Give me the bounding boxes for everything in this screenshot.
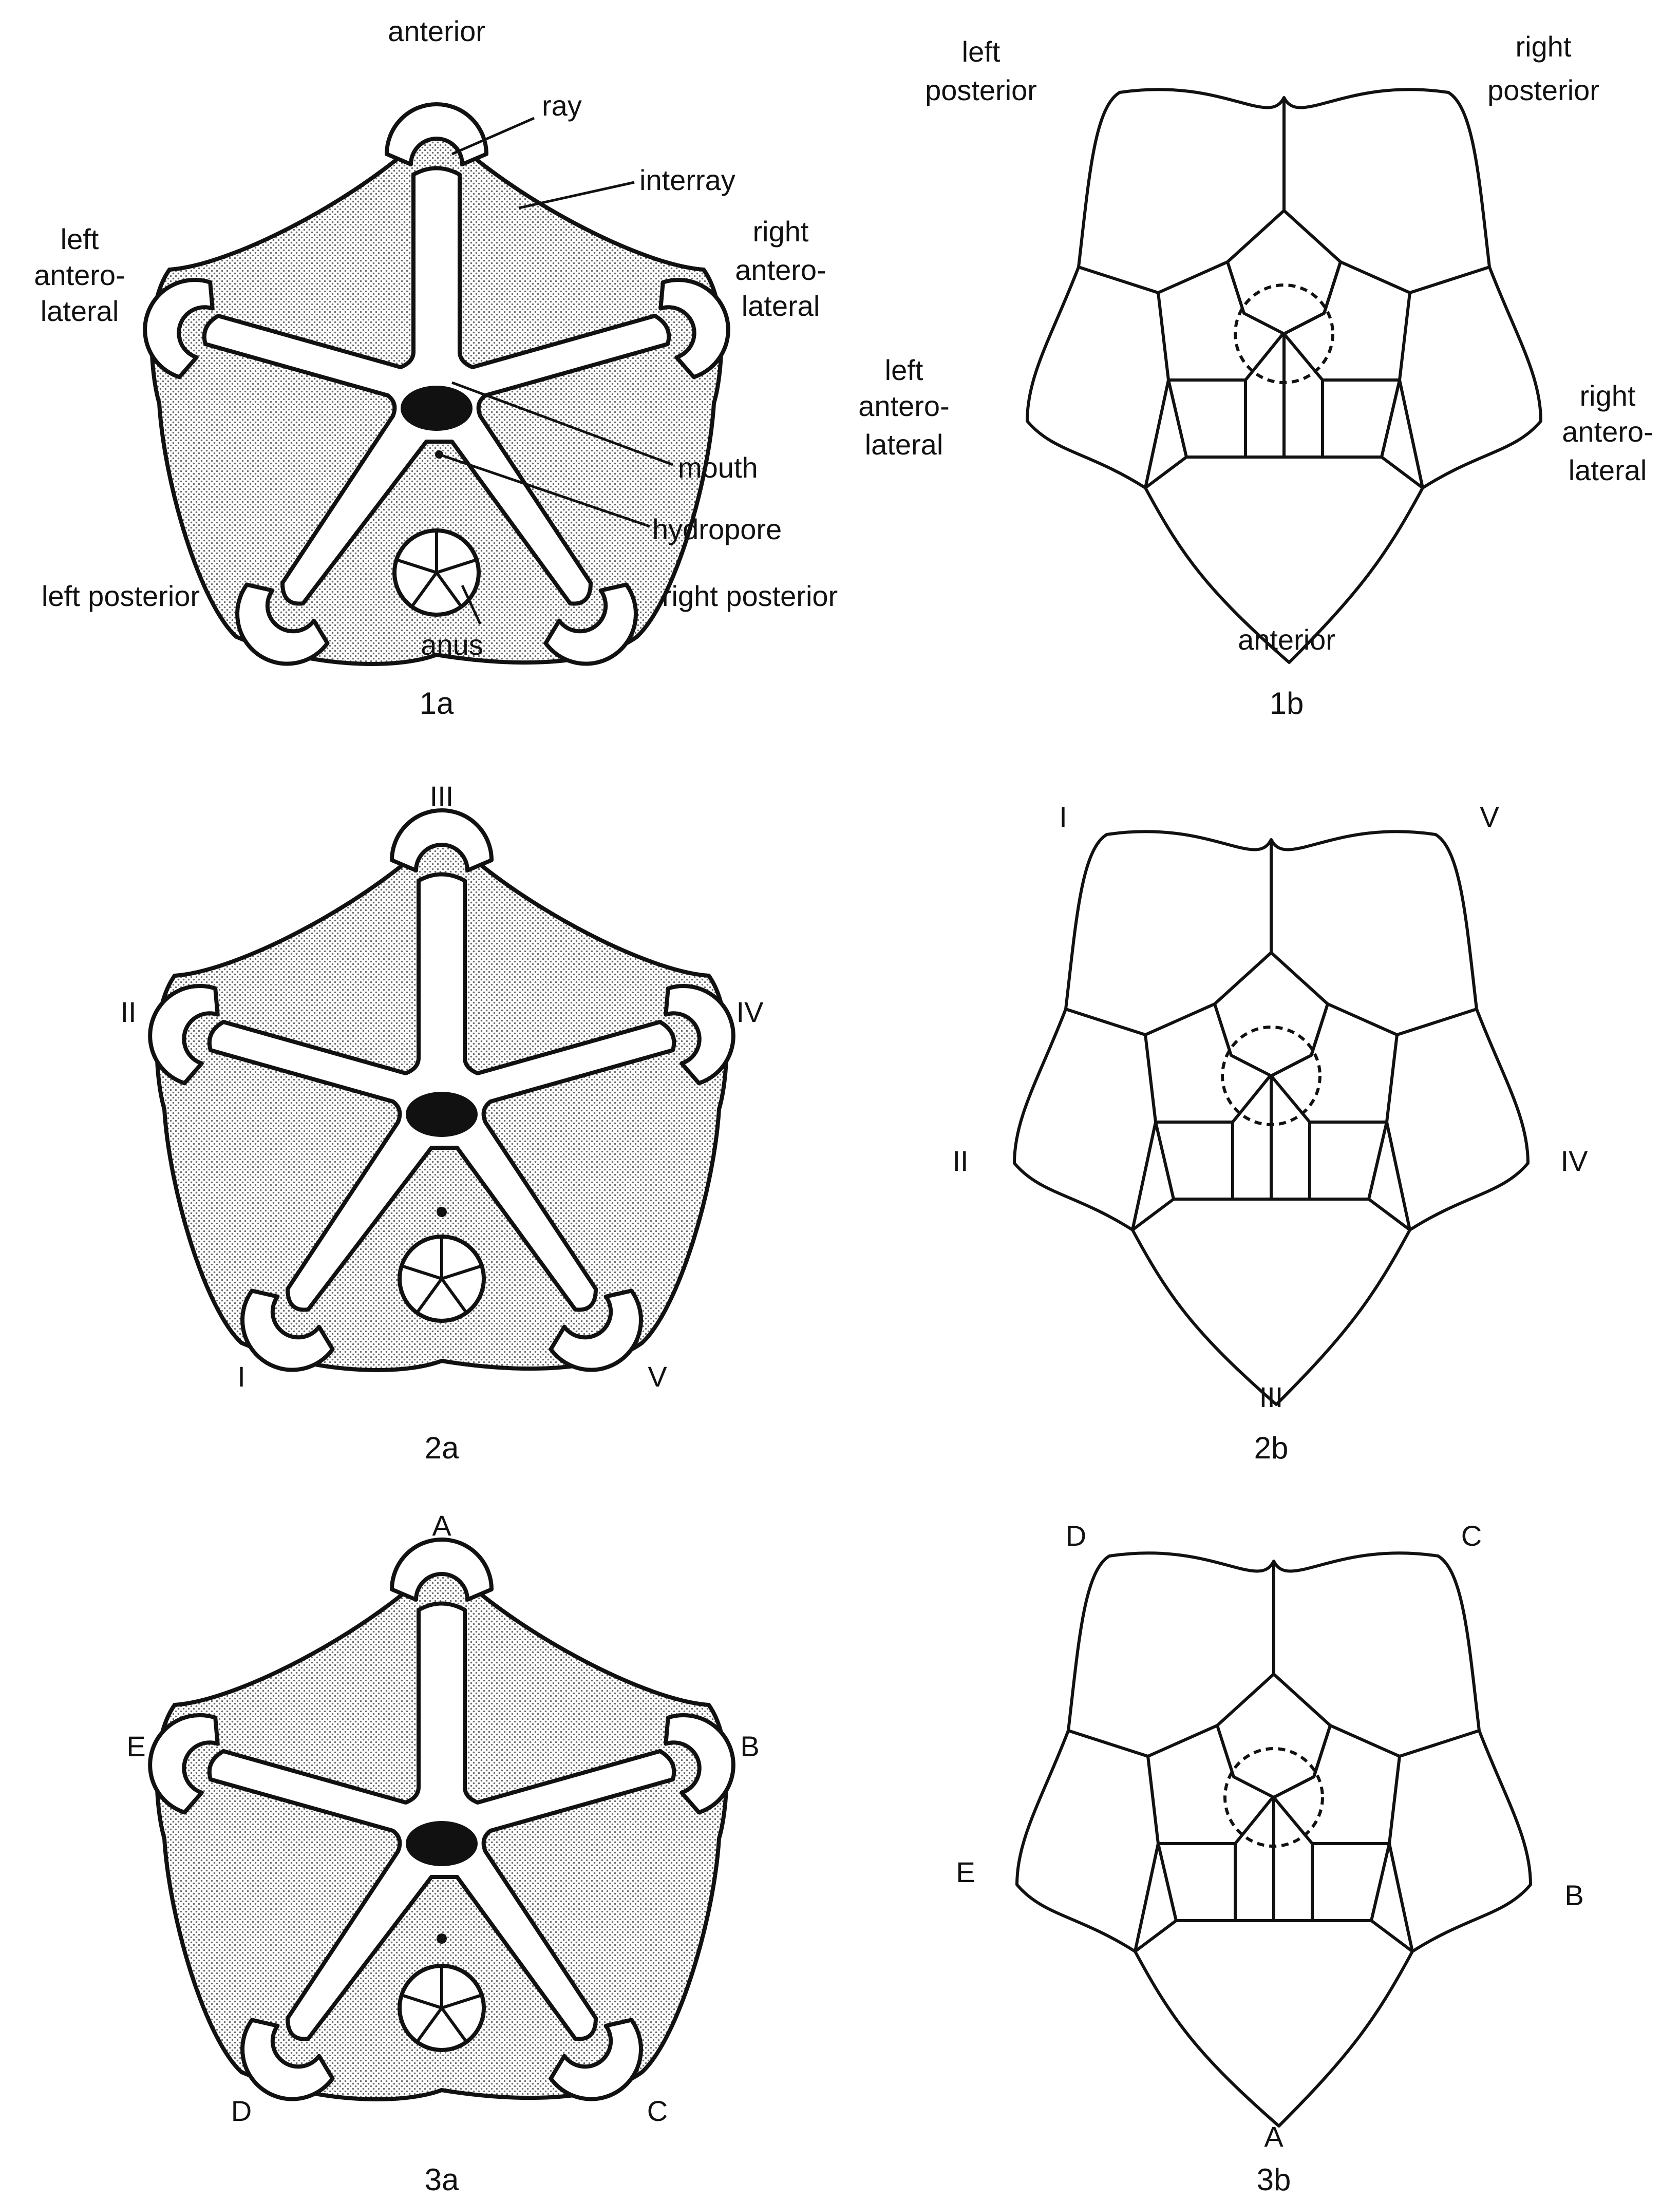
callout-hydropore: hydropore <box>652 513 782 545</box>
label-left-posterior-2: posterior <box>925 74 1037 106</box>
label-ray-II: II <box>952 1145 968 1177</box>
panel-1b: left posterior right posterior left ante… <box>858 30 1653 720</box>
label-ray-C: C <box>647 2095 668 2127</box>
hydropore-dot <box>437 1207 447 1217</box>
label-right-posterior-2: posterior <box>1487 74 1599 106</box>
callout-ray: ray <box>542 89 582 122</box>
label-right-anterolateral-2: antero- <box>735 254 826 286</box>
label-ray-III: III <box>430 780 454 812</box>
panel-1a: anterior left antero- lateral right ante… <box>34 15 838 720</box>
label-left-anterolateral-3: lateral <box>41 295 119 327</box>
label-ray-I: I <box>237 1360 246 1393</box>
label-ray-III: III <box>1259 1381 1283 1413</box>
callout-interray: interray <box>639 164 735 196</box>
label-left-anterolateral-2: antero- <box>34 259 125 291</box>
label-ray-D: D <box>231 2095 252 2127</box>
label-ray-IV: IV <box>737 996 764 1028</box>
label-ray-A: A <box>1264 2120 1283 2153</box>
label-ray-A: A <box>432 1509 451 1542</box>
label-ray-E: E <box>956 1856 975 1888</box>
caption-1a: 1a <box>420 686 454 720</box>
caption-3a: 3a <box>425 2162 459 2197</box>
caption-3b: 3b <box>1257 2162 1291 2197</box>
panel-2a: III II IV I V 2a <box>120 780 764 1465</box>
label-left-anterolateral-1: left <box>61 223 99 255</box>
label-ray-V: V <box>1480 801 1499 833</box>
label-ray-D: D <box>1066 1520 1086 1552</box>
label-right-anterolateral-3: lateral <box>1569 454 1647 486</box>
label-right-posterior-1: right <box>1516 30 1572 63</box>
label-anterior: anterior <box>1238 623 1335 656</box>
label-ray-I: I <box>1059 801 1067 833</box>
callout-mouth: mouth <box>678 451 758 484</box>
label-left-anterolateral-2: antero- <box>858 390 949 422</box>
label-left-anterolateral-3: lateral <box>865 428 943 461</box>
label-anterior: anterior <box>388 15 485 47</box>
hydropore-dot <box>437 1933 447 1944</box>
label-left-anterolateral-1: left <box>885 354 923 386</box>
callout-anus: anus <box>421 629 483 661</box>
label-ray-B: B <box>740 1730 759 1762</box>
caption-2a: 2a <box>425 1431 459 1465</box>
label-left-posterior: left posterior <box>42 580 200 612</box>
label-right-anterolateral-1: right <box>753 215 809 248</box>
label-ray-II: II <box>120 996 136 1028</box>
label-ray-E: E <box>126 1730 145 1762</box>
label-ray-B: B <box>1564 1879 1583 1911</box>
panel-3a: A E B D C 3a <box>126 1509 759 2197</box>
panel-2b: I V II IV III 2b <box>952 801 1588 1465</box>
label-ray-IV: IV <box>1561 1145 1589 1177</box>
caption-1b: 1b <box>1270 686 1304 720</box>
label-right-anterolateral-3: lateral <box>742 290 820 322</box>
label-ray-C: C <box>1461 1520 1482 1552</box>
label-left-posterior-1: left <box>962 35 1001 68</box>
label-right-anterolateral-2: antero- <box>1562 415 1653 448</box>
caption-2b: 2b <box>1254 1431 1289 1465</box>
label-right-posterior: right posterior <box>662 580 838 612</box>
label-ray-V: V <box>648 1360 667 1393</box>
label-right-anterolateral-1: right <box>1580 380 1636 412</box>
panel-3b: D C E B A 3b <box>956 1520 1583 2197</box>
